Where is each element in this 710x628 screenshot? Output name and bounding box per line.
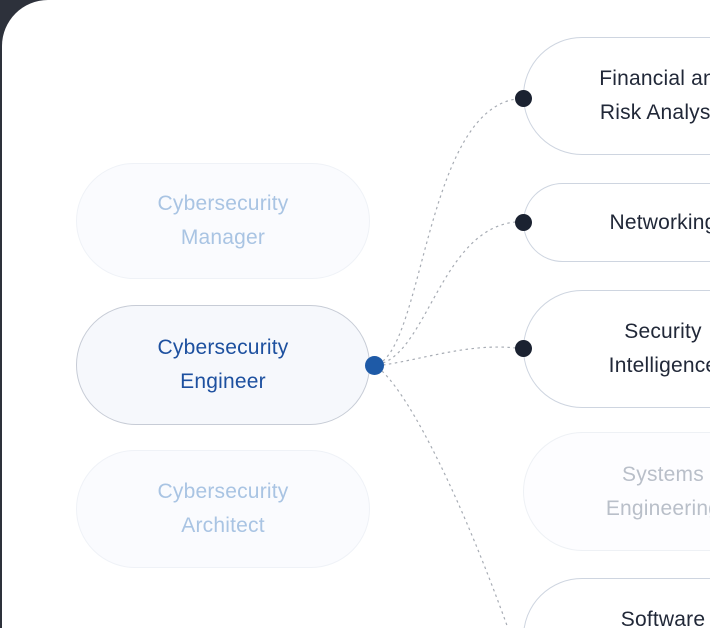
node-label-line: Cybersecurity <box>157 192 289 215</box>
node-label-line: Systems <box>622 462 704 486</box>
node-networking[interactable]: Networking <box>523 183 710 262</box>
edge-engineer-financial <box>382 98 517 362</box>
connector-dot-engineer[interactable] <box>365 356 384 375</box>
node-label-line: Manager <box>180 226 266 249</box>
node-label-line: Risk Analysis <box>599 101 710 124</box>
node-label-line: Intelligence <box>608 354 710 377</box>
node-cybersecurity-engineer[interactable]: Cybersecurity Engineer <box>76 305 370 425</box>
node-label-line: Cybersecurity <box>157 480 289 503</box>
connector-dot-networking <box>515 214 532 231</box>
node-label-line: Architect <box>181 514 265 537</box>
node-software-development[interactable]: Software Development <box>523 578 710 628</box>
node-label-line: Software <box>620 608 706 628</box>
node-cybersecurity-manager[interactable]: Cybersecurity Manager <box>76 163 370 279</box>
node-security-intelligence[interactable]: Security Intelligence <box>523 290 710 408</box>
node-label-line: Financial and <box>599 67 710 90</box>
node-label-line: Security <box>624 320 702 343</box>
node-label-line: Engineer <box>180 370 266 393</box>
node-label-line: Cybersecurity <box>157 336 289 359</box>
node-financial-and-risk-analysis[interactable]: Financial and Risk Analysis <box>523 37 710 155</box>
node-cybersecurity-architect[interactable]: Cybersecurity Architect <box>76 450 370 568</box>
edge-engineer-security <box>382 346 517 366</box>
edge-engineer-networking <box>382 221 517 364</box>
connector-dot-security <box>515 340 532 357</box>
edge-engineer-software <box>381 370 509 628</box>
node-label-line: Engineering <box>605 496 710 520</box>
connector-dot-financial <box>515 90 532 107</box>
node-label-line: Networking <box>609 210 710 234</box>
node-systems-engineering[interactable]: Systems Engineering <box>523 432 710 551</box>
